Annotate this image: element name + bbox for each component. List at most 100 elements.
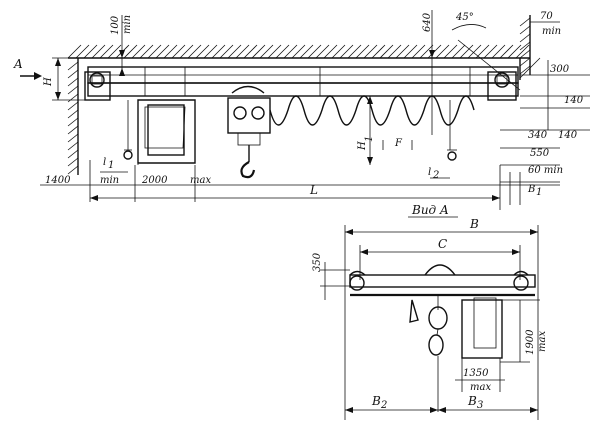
dim-60min: 60 min bbox=[528, 165, 563, 176]
max-b: max bbox=[537, 331, 548, 352]
right-wall-hatch bbox=[519, 15, 531, 80]
hatch-line bbox=[443, 44, 458, 59]
l2-label: l bbox=[428, 167, 431, 178]
dim-70: 70 bbox=[540, 11, 553, 22]
hatch-line bbox=[519, 49, 531, 59]
hatch-line bbox=[395, 44, 410, 59]
hatch-line bbox=[259, 44, 274, 59]
hatch-line bbox=[379, 44, 394, 59]
dim-1900 bbox=[500, 299, 540, 363]
view-a-title: Вид A bbox=[411, 203, 449, 217]
left-wall-hatch bbox=[67, 58, 79, 175]
b3-label: B bbox=[467, 394, 477, 408]
h1-sub: 1 bbox=[364, 136, 375, 142]
b3-sub: 3 bbox=[477, 400, 483, 411]
h1-label: H bbox=[357, 141, 368, 151]
hatch-line bbox=[179, 44, 194, 59]
main-girder bbox=[87, 66, 519, 97]
l-span: L bbox=[309, 183, 318, 197]
angle-45 bbox=[451, 24, 541, 91]
hatch-line bbox=[67, 109, 79, 119]
hatch-line bbox=[519, 57, 531, 67]
c-label: C bbox=[438, 237, 447, 251]
hatch-line bbox=[411, 44, 426, 59]
hatch-line bbox=[507, 44, 522, 59]
hatch-line bbox=[355, 44, 370, 59]
dim-70-unit: min bbox=[542, 26, 561, 37]
b2-sub: 2 bbox=[380, 400, 387, 411]
side-view: H A 100 min 640 45° 70 mi bbox=[13, 10, 590, 210]
hatch-line bbox=[459, 44, 474, 59]
hatch-line bbox=[99, 44, 114, 59]
hatch-line bbox=[283, 44, 298, 59]
hatch-line bbox=[187, 44, 202, 59]
b1-sub: 1 bbox=[536, 187, 542, 198]
hatch-line bbox=[243, 44, 258, 59]
hatch-line bbox=[519, 25, 531, 35]
hatch-line bbox=[67, 85, 79, 95]
f-label: F bbox=[394, 138, 403, 149]
dim-140a: 140 bbox=[564, 95, 584, 106]
hatch-line bbox=[403, 44, 418, 59]
dim-c bbox=[359, 245, 521, 280]
hatch-line bbox=[519, 33, 531, 43]
hatch-line bbox=[211, 44, 226, 59]
hatch-line bbox=[163, 44, 178, 59]
hatch-line bbox=[147, 44, 162, 59]
hatch-line bbox=[307, 44, 322, 59]
hatch-line bbox=[387, 44, 402, 59]
dim-1400: 1400 bbox=[45, 175, 71, 186]
hatch-line bbox=[67, 149, 79, 159]
dim-350-label: 350 bbox=[312, 252, 323, 272]
dim-100min bbox=[119, 15, 125, 76]
dim-h-left bbox=[52, 57, 95, 101]
hatch-line bbox=[139, 44, 154, 59]
hatch-line bbox=[267, 44, 282, 59]
left-end-carriage bbox=[84, 71, 111, 101]
hatch-line bbox=[339, 44, 354, 59]
left-pendant bbox=[123, 100, 133, 160]
hatch-line bbox=[519, 41, 531, 51]
hatch-line bbox=[67, 117, 79, 127]
b2-label: B bbox=[371, 394, 381, 408]
dim-100-unit: min bbox=[122, 15, 133, 34]
hatch-line bbox=[515, 44, 530, 59]
hatch-line bbox=[67, 157, 79, 167]
hatch-line bbox=[347, 44, 362, 59]
hatch-line bbox=[227, 44, 242, 59]
hatch-line bbox=[291, 44, 306, 59]
hatch-line bbox=[251, 44, 266, 59]
b-total-label: B bbox=[469, 217, 479, 231]
dim-lower bbox=[40, 160, 560, 210]
dim-2000: 2000 bbox=[141, 175, 168, 186]
min-a: min bbox=[100, 175, 119, 186]
hatch-line bbox=[275, 44, 290, 59]
hatch-line bbox=[483, 44, 498, 59]
hatch-line bbox=[219, 44, 234, 59]
operator-cabin bbox=[137, 99, 196, 165]
dim-350 bbox=[320, 262, 350, 300]
dim-640-label: 640 bbox=[422, 12, 433, 32]
hatch-line bbox=[67, 77, 79, 87]
max-c: max bbox=[470, 382, 491, 393]
hatch-line bbox=[331, 44, 346, 59]
dim-640 bbox=[418, 10, 448, 135]
l2-sub: 2 bbox=[432, 170, 439, 181]
dim-h1 bbox=[367, 96, 373, 165]
hatch-line bbox=[67, 133, 79, 143]
hatch-line bbox=[67, 69, 79, 79]
hatch-line bbox=[491, 44, 506, 59]
hatch-line bbox=[155, 44, 170, 59]
max-a: max bbox=[190, 175, 211, 186]
hatch-line bbox=[67, 61, 79, 71]
hatch-line bbox=[363, 44, 378, 59]
view-a-label: A bbox=[13, 57, 23, 71]
hatch-line bbox=[451, 44, 466, 59]
dim-100: 100 bbox=[110, 15, 121, 35]
hatch-line bbox=[235, 44, 250, 59]
right-dims bbox=[500, 60, 590, 205]
dim-1350-label: 1350 bbox=[463, 368, 489, 379]
festoon-cable bbox=[269, 95, 475, 126]
hatch-line bbox=[299, 44, 314, 59]
